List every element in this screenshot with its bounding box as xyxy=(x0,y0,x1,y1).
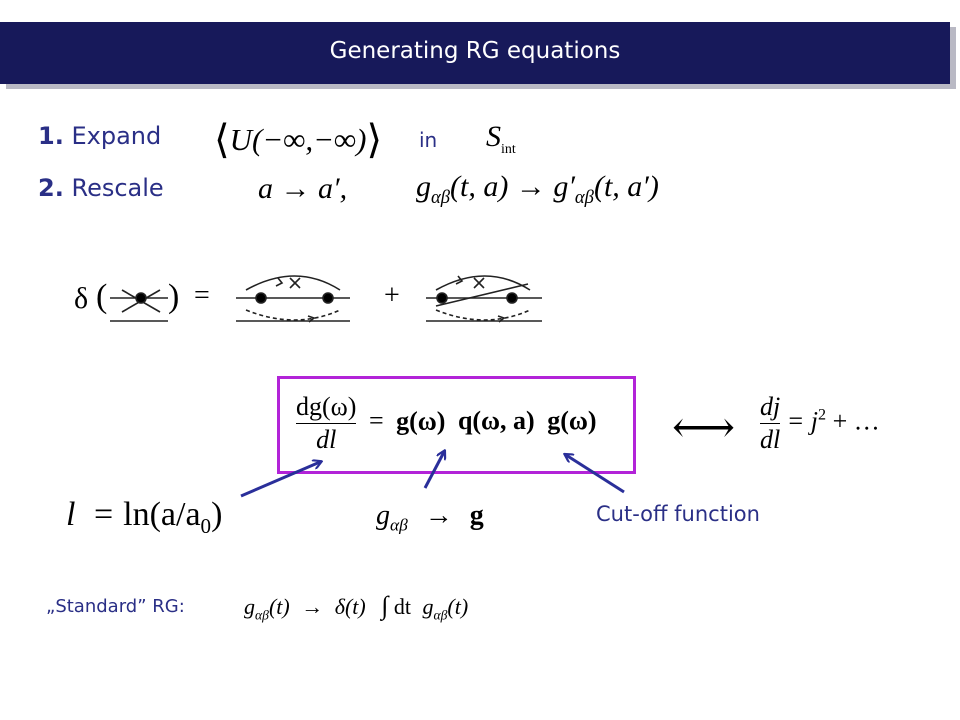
map-arrow: → xyxy=(515,170,546,203)
l-log: ln(a/a xyxy=(123,496,201,533)
step1-S-int: Sint xyxy=(486,120,516,158)
g-prime-symbol: g′ xyxy=(553,170,575,203)
arrow-to-q xyxy=(566,455,625,494)
step1-bracket-expr: ⟨U(−∞,−∞)⟩ xyxy=(214,117,383,162)
step1-label: Expand xyxy=(71,122,162,150)
rg-equals: = xyxy=(368,406,384,436)
page-title: Generating RG equations xyxy=(329,38,621,64)
step2-label: Rescale xyxy=(71,174,164,202)
step2-g-map: gαβ(t, a) → g′αβ(t, a′) xyxy=(416,170,659,209)
l-equals: = xyxy=(93,496,114,533)
diagram-close-paren: ) xyxy=(168,278,180,315)
pm-denominator: dl xyxy=(760,424,781,454)
l-symbol: l xyxy=(66,496,76,533)
title-bar: Generating RG equations xyxy=(0,22,950,84)
step1-U-expr: U(−∞,−∞) xyxy=(229,122,367,157)
rg-g-right: g(ω) xyxy=(547,406,597,436)
std-g2: g xyxy=(422,594,434,619)
l-close: ) xyxy=(211,496,223,533)
rg-equation-highlight-box xyxy=(277,376,636,474)
std-sub2: αβ xyxy=(433,607,448,623)
rg-derivative: dg(ω) dl xyxy=(296,392,357,455)
step1-number: 1. xyxy=(38,122,64,150)
s-subscript: int xyxy=(501,142,516,157)
std-delta: δ(t) xyxy=(334,594,366,619)
std-g: g xyxy=(244,594,255,619)
arrow-to-dl xyxy=(240,462,320,498)
g-symbol: g xyxy=(416,170,431,203)
rg-equation: dg(ω) dl = g(ω) q(ω, a) g(ω) xyxy=(296,392,597,455)
step2-expr-a: a → a′, xyxy=(258,172,348,205)
std-args2: (t) xyxy=(447,594,469,619)
g-prime-args: (t, a′) xyxy=(593,170,659,203)
g-map-arrow: → xyxy=(424,500,453,531)
step2-number: 2. xyxy=(38,174,64,202)
pm-numerator: dj xyxy=(760,392,781,421)
pm-tail: + … xyxy=(832,406,880,436)
g-subscript: αβ xyxy=(431,187,451,208)
cutoff-function-label: Cut-off function xyxy=(596,502,760,526)
l-definition: l =ln(a/a0) xyxy=(66,496,222,539)
std-sub: αβ xyxy=(255,607,269,623)
std-integral: ∫ xyxy=(381,591,389,620)
rg-g-left: g(ω) xyxy=(396,406,446,436)
diagram-delta: δ xyxy=(74,282,89,315)
pm-derivative: dj dl xyxy=(760,392,781,455)
step1-connector: in xyxy=(419,128,438,152)
g-prime-subscript: αβ xyxy=(574,187,594,208)
diagram-vertex-one-loop-2 xyxy=(426,275,542,323)
rg-derivative-numerator: dg(ω) xyxy=(296,392,357,421)
rg-q-cutoff: q(ω, a) xyxy=(457,406,535,436)
s-symbol: S xyxy=(486,120,501,153)
poor-man-equation: dj dl = j2 + … xyxy=(760,392,880,455)
diagram-equals: = xyxy=(194,280,210,311)
l-sub: 0 xyxy=(200,513,212,538)
standard-rg-label: „Standard” RG: xyxy=(46,596,185,617)
diagram-vertex-bare xyxy=(110,289,168,322)
std-dt: dt xyxy=(393,594,411,619)
diagram-vertex-one-loop-1 xyxy=(236,275,350,323)
diagram-plus: + xyxy=(384,280,400,311)
diagram-open-paren: ( xyxy=(96,278,108,315)
g-args: (t, a) xyxy=(450,170,509,203)
arrow-to-g xyxy=(423,452,444,489)
g-subscript-2: αβ xyxy=(390,515,408,535)
pm-rhs: = j xyxy=(786,406,819,436)
step1-heading: 1. Expand xyxy=(38,122,161,150)
std-args: (t) xyxy=(268,594,290,619)
step2-heading: 2. Rescale xyxy=(38,174,164,202)
rg-derivative-denominator: dl xyxy=(316,424,337,454)
g-symbol-2: g xyxy=(376,500,390,531)
double-arrow: ⟷ xyxy=(672,403,736,452)
g-to-bold-g: gαβ → g xyxy=(376,500,484,536)
pm-power: 2 xyxy=(818,406,827,424)
std-arrow: → xyxy=(301,594,324,619)
bold-g: g xyxy=(469,500,484,531)
standard-rg-expr: gαβ(t) → δ(t) ∫ dt gαβ(t) xyxy=(244,591,468,623)
